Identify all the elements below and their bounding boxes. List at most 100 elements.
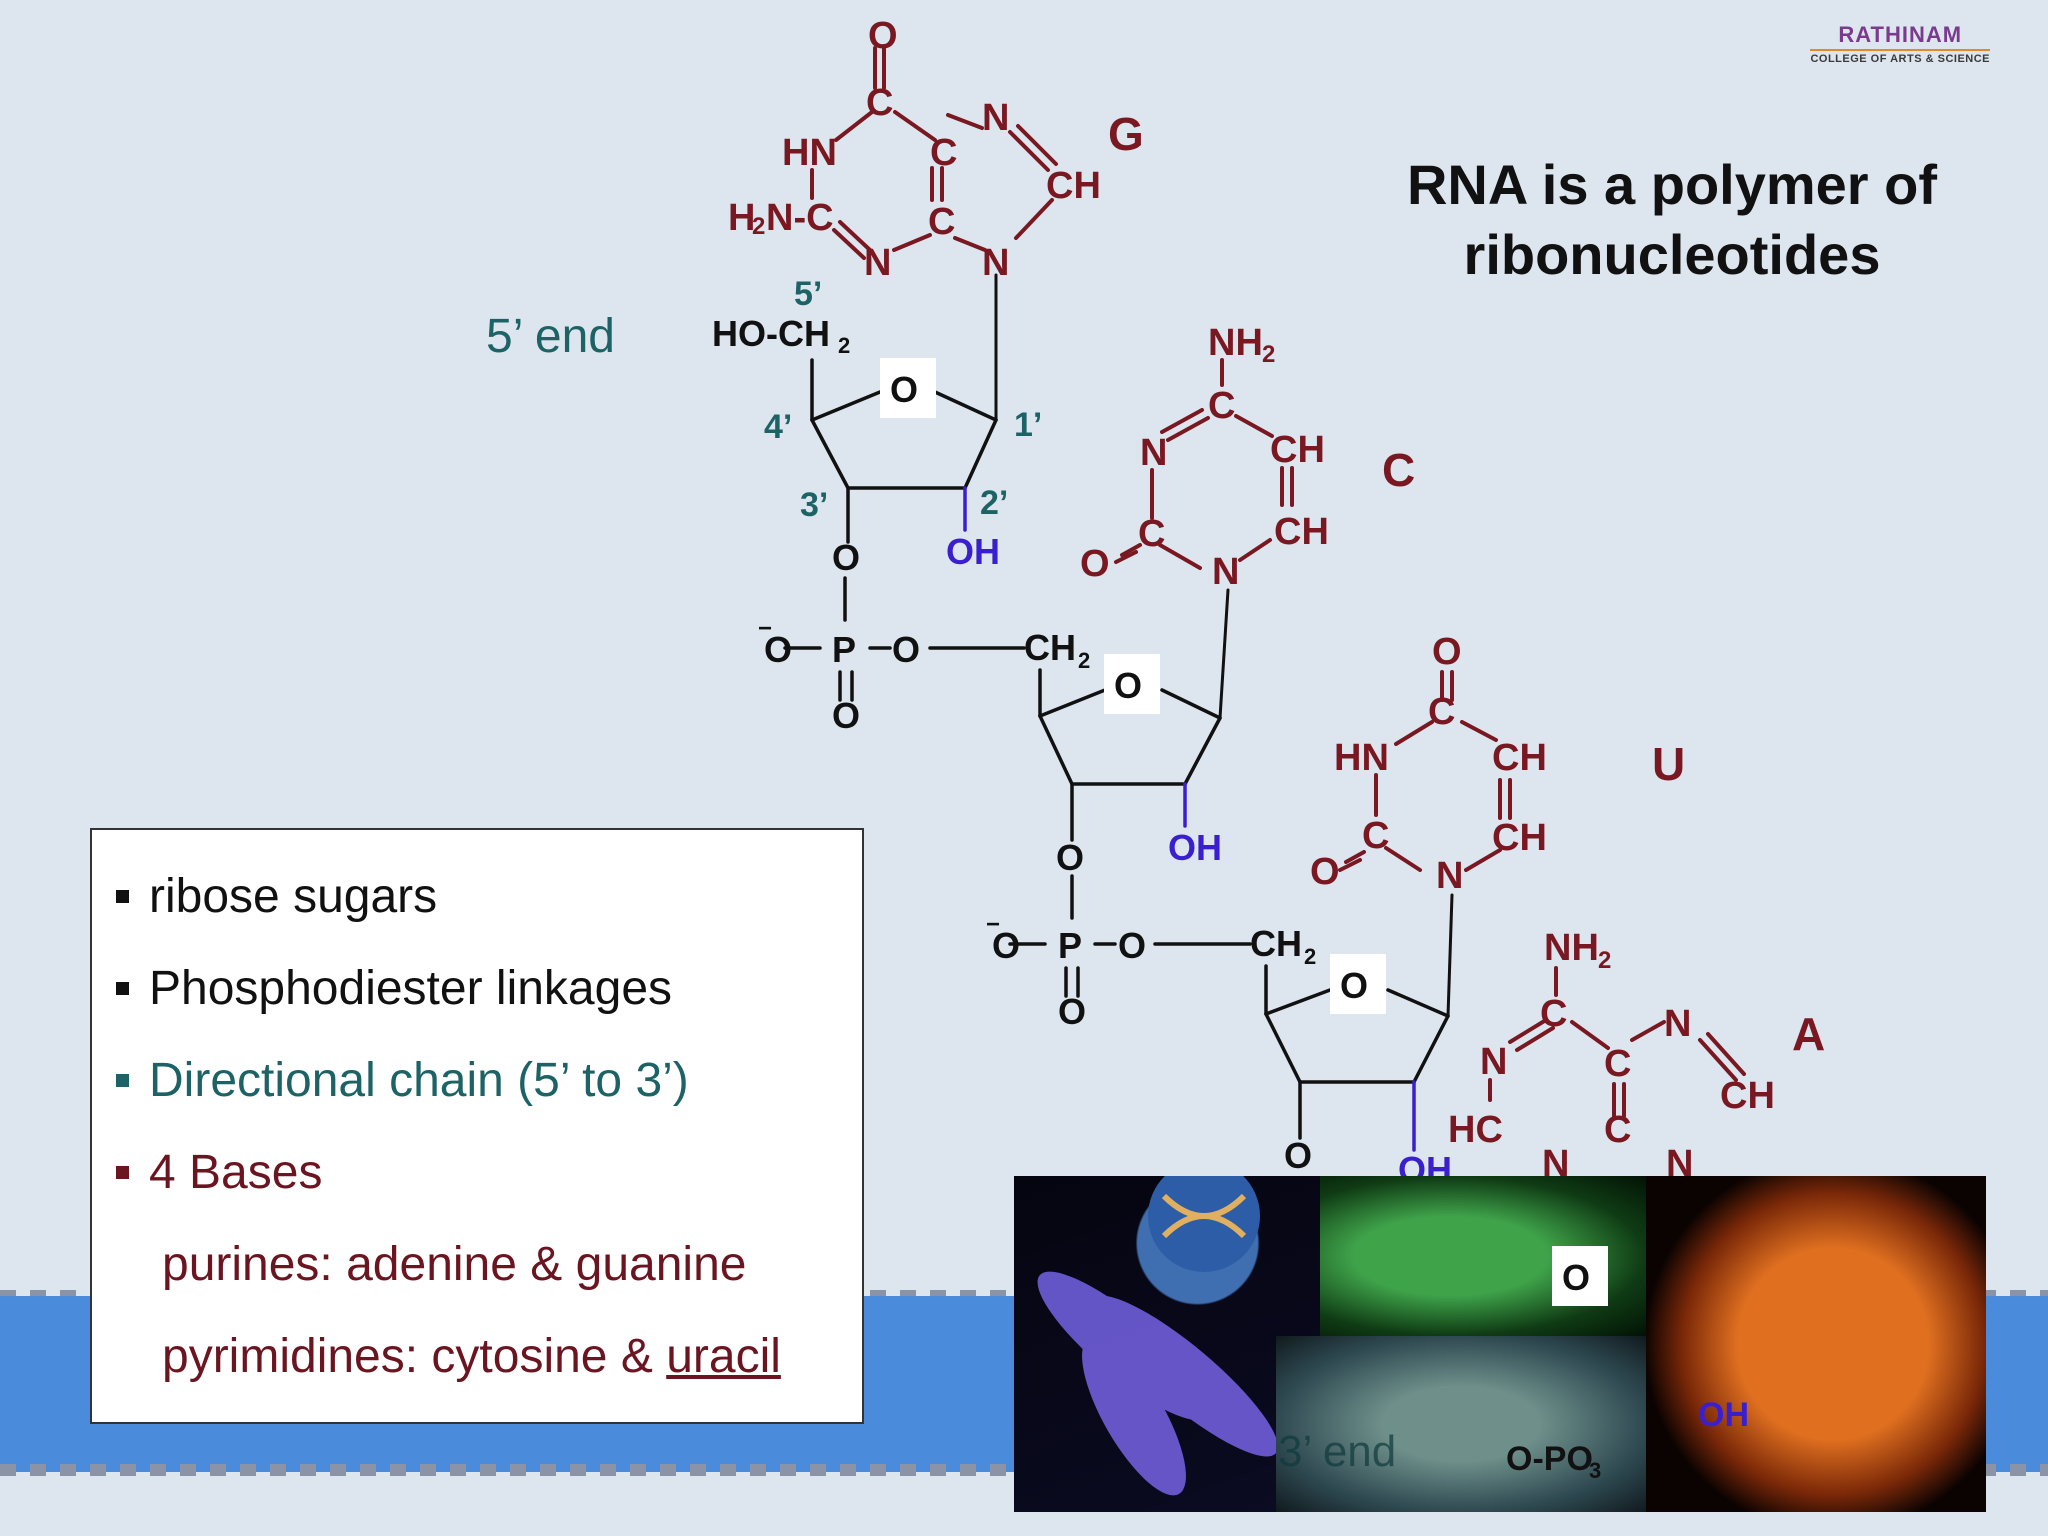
a-nh2: NH [1544, 927, 1599, 969]
ring-o-bg-2 [1104, 654, 1160, 714]
bullet-text: ribose sugars [149, 869, 438, 923]
collage-diagram-overlay: O O-PO 3 OH 3’ end [1278, 1246, 1749, 1483]
sub-bullet-text: pyrimidines: cytosine & [162, 1329, 667, 1383]
bullet-mark [116, 1165, 129, 1179]
opo3-sub: 3 [1589, 1458, 1601, 1483]
o-minus-1: O [764, 629, 792, 670]
slide-title: RNA is a polymer of ribonucleotides [1352, 150, 1992, 290]
o-double-2: O [1058, 991, 1086, 1032]
uracil-atoms: O C HN CH CH C O N [1310, 631, 1547, 897]
bullet-text: 4 Bases [149, 1145, 323, 1199]
ring-o-bg-collage [1552, 1246, 1608, 1306]
ch2-1-sub: 2 [1078, 648, 1090, 673]
u-o2: O [1310, 851, 1340, 893]
sugar-3-atoms: O O OH [1284, 954, 1452, 1190]
minus-1: − [758, 615, 772, 642]
ho-ch2-sub: 2 [838, 333, 850, 358]
o-bridge-2: O [1056, 837, 1084, 878]
g-hn: HN [782, 132, 837, 174]
sugar-1-ring [783, 358, 1042, 718]
o-double-1: O [832, 695, 860, 736]
photo-collage: O O-PO 3 OH 3’ end [1014, 1176, 1986, 1512]
o-bridge-3: O [1284, 1135, 1312, 1176]
c-n1: N [1212, 551, 1239, 593]
a-nh2-sub: 2 [1598, 947, 1611, 974]
guanine-bonds [810, 46, 1058, 260]
u-ch6: CH [1492, 817, 1547, 859]
bullet-phosphodiester: Phosphodiester linkages [116, 942, 862, 1034]
college-logo: RATHINAM COLLEGE OF ARTS & SCIENCE [1810, 22, 1990, 65]
summary-box: ribose sugars Phosphodiester linkages Di… [90, 828, 864, 1424]
chromosome-photo [1037, 1176, 1278, 1496]
u-o4: O [1432, 631, 1462, 673]
title-line-1: RNA is a polymer of [1406, 153, 1938, 216]
c-ch6: CH [1274, 511, 1329, 553]
ring-o-bg-3 [1330, 954, 1386, 1014]
adenine-atoms: NH 2 C N C N CH HC C N N [1448, 927, 1775, 1185]
uracil-bonds [1338, 670, 1512, 872]
base-letter-u: U [1652, 738, 1685, 790]
c-c2: C [1138, 513, 1165, 555]
u-c4: C [1428, 691, 1455, 733]
ch2-1: CH [1024, 627, 1076, 668]
bullet-text: Directional chain (5’ to 3’) [149, 1053, 689, 1107]
o-minus-2: O [992, 925, 1020, 966]
guanine-atoms: O C HN C N CH H 2 N-C C N N [728, 15, 1101, 284]
bullet-mark [116, 889, 129, 903]
tissue-photo [1276, 1336, 1646, 1512]
g-n9: N [982, 242, 1009, 284]
a-n7: N [1664, 1003, 1691, 1045]
sugar-1-atoms: 5’ HO-CH 2 O 4’ 1’ 3’ 2’ OH O O − P O O … [712, 275, 1090, 736]
a-c6: C [1540, 993, 1567, 1035]
bullet-text: Phosphodiester linkages [149, 961, 673, 1015]
c-c4: C [1208, 385, 1235, 427]
ring-o-bg-1 [880, 358, 936, 418]
bullet-mark [116, 1073, 129, 1087]
minus-2: − [986, 911, 1000, 938]
bullet-ribose: ribose sugars [116, 850, 862, 942]
oh-2: OH [1168, 827, 1222, 868]
logo-name: RATHINAM [1810, 22, 1990, 51]
bullet-bases: 4 Bases [116, 1126, 862, 1218]
ch2-2: CH [1250, 923, 1302, 964]
g-n3: N [864, 242, 891, 284]
base-letter-c: C [1382, 444, 1415, 496]
ring-o-3: O [1340, 965, 1368, 1006]
o-ester-2: O [1118, 925, 1146, 966]
sub-bullet-purines: purines: adenine & guanine [116, 1218, 862, 1310]
ho-ch2: HO-CH [712, 313, 830, 354]
bullet-directional: Directional chain (5’ to 3’) [116, 1034, 862, 1126]
sub-bullet-pyrimidines: pyrimidines: cytosine & uracil [116, 1310, 862, 1402]
oh-collage: OH [1698, 1396, 1749, 1434]
p-2: P [1058, 925, 1082, 966]
bullet-mark [116, 981, 129, 995]
c-ch5: CH [1270, 429, 1325, 471]
oh-1: OH [946, 531, 1000, 572]
logo-subtitle: COLLEGE OF ARTS & SCIENCE [1810, 53, 1990, 65]
sub-bullet-text: purines: adenine & guanine [162, 1237, 747, 1291]
g-h2n: H [728, 197, 755, 239]
a-ch8: CH [1720, 1075, 1775, 1117]
c-nh2-sub: 2 [1262, 341, 1275, 368]
ch2-2-sub: 2 [1304, 944, 1316, 969]
opo3: O-PO [1506, 1440, 1593, 1478]
a-c5: C [1604, 1043, 1631, 1085]
three-prime-end-label: 3’ end [1278, 1427, 1396, 1476]
p-1: P [832, 629, 856, 670]
base-letter-g: G [1108, 108, 1144, 160]
sugar-3-ring [1264, 988, 1450, 1140]
g-ch: CH [1046, 165, 1101, 207]
g-h2n-sub: 2 [752, 213, 765, 240]
u-hn: HN [1334, 737, 1389, 779]
title-line-2: ribonucleotides [1463, 223, 1881, 286]
cell-sphere-photo [1646, 1176, 1986, 1512]
five-prime-end-label: 5’ end [486, 310, 615, 363]
cytosine-atoms: NH 2 C N CH CH C O N [1080, 322, 1329, 593]
g-n7: N [982, 97, 1009, 139]
c4-label: 4’ [764, 408, 792, 446]
ring-o-collage: O [1562, 1257, 1590, 1298]
sugar-2-ring [1008, 688, 1268, 1016]
cytosine-bonds [1114, 358, 1294, 570]
c5-label: 5’ [794, 275, 822, 313]
